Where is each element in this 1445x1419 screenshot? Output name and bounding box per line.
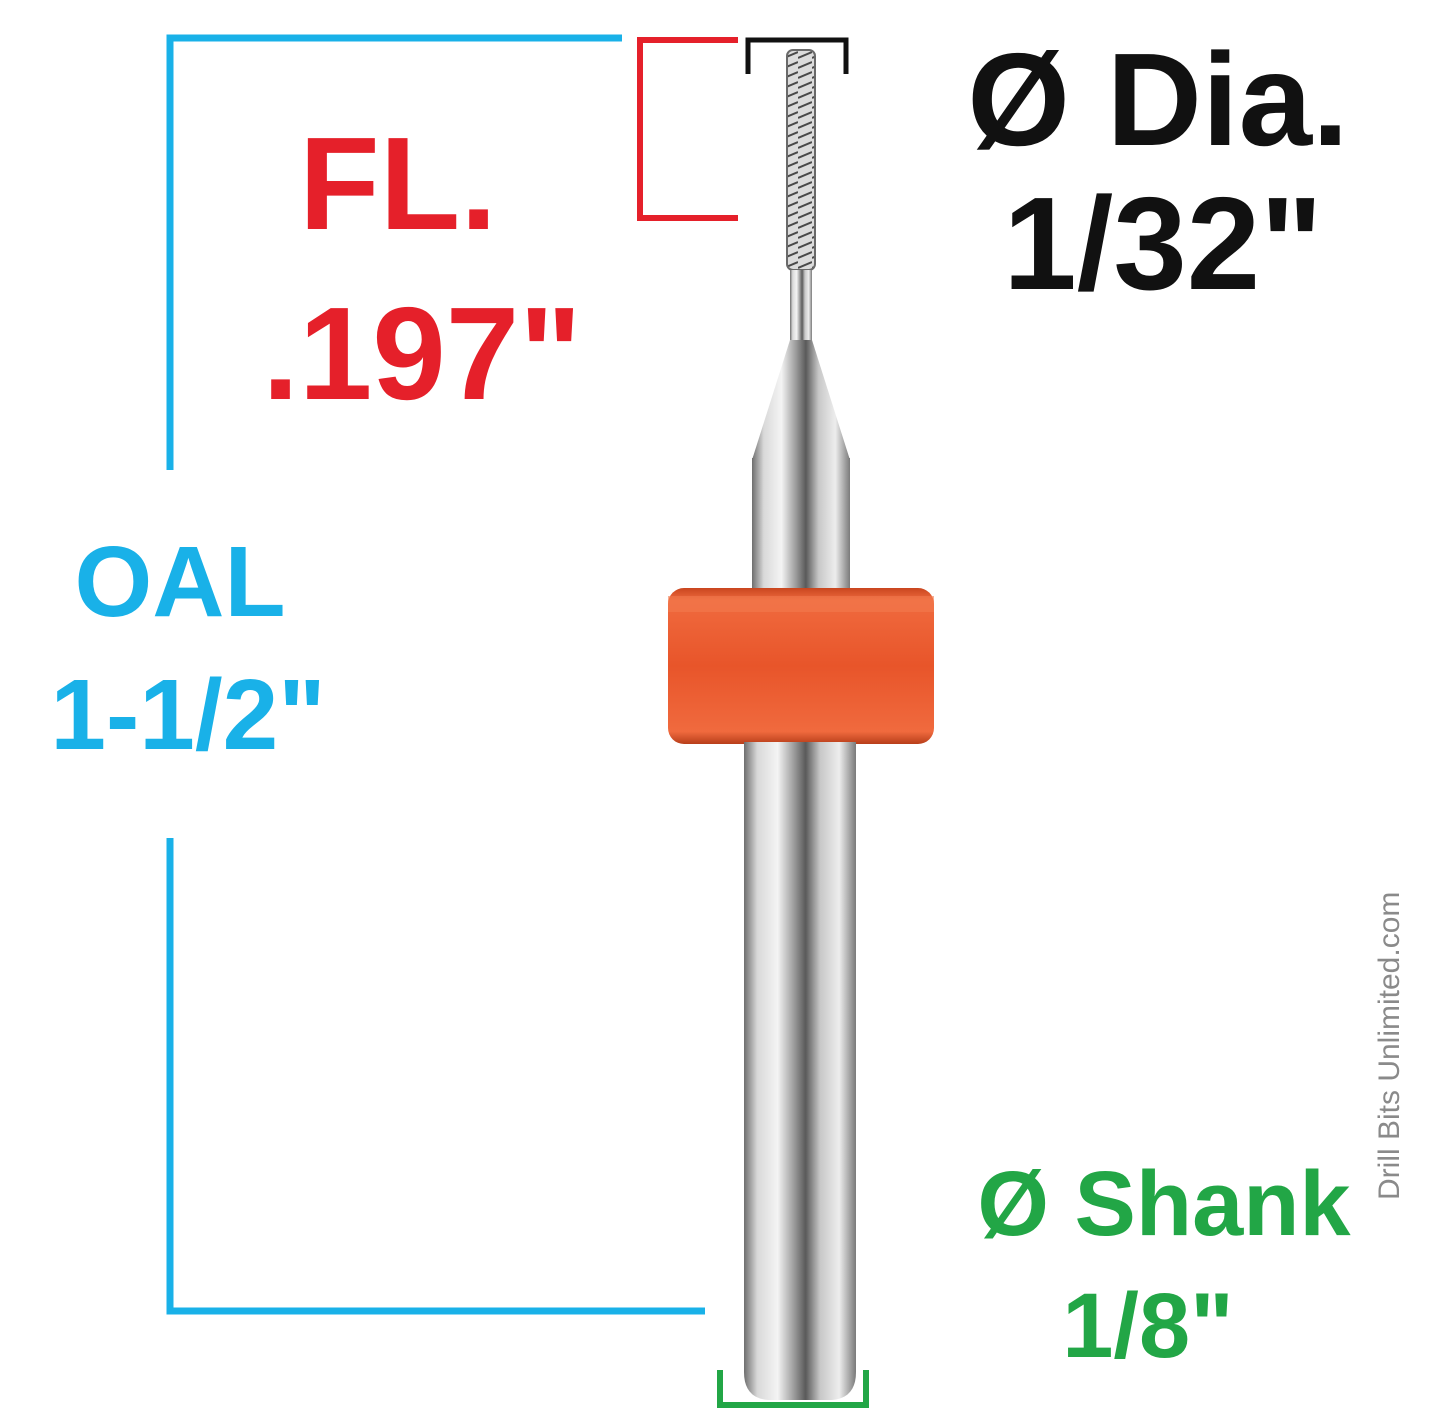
overall-length-value: 1-1/2" [50, 659, 326, 771]
diameter-bracket [745, 37, 849, 74]
diameter-value: 1/32" [1003, 170, 1323, 317]
overall-length-title: OAL [74, 526, 286, 638]
diameter-title: Ø Dia. [967, 26, 1349, 173]
lower-shank [744, 742, 856, 1400]
taper-section [752, 340, 850, 460]
flute-length-value: .197" [262, 280, 582, 427]
upper-shank [752, 458, 850, 598]
depth-collar [668, 588, 934, 744]
flute-section [786, 49, 816, 271]
watermark: Drill Bits Unlimited.com [1373, 891, 1406, 1200]
shank-bracket [717, 1370, 869, 1408]
neck-section [790, 270, 812, 340]
shank-value: 1/8" [1062, 1275, 1234, 1377]
shank-title: Ø Shank [977, 1153, 1351, 1255]
flute-length-title: FL. [299, 110, 497, 257]
overall-length-bracket [166, 34, 705, 1315]
flute-length-bracket [637, 37, 738, 221]
